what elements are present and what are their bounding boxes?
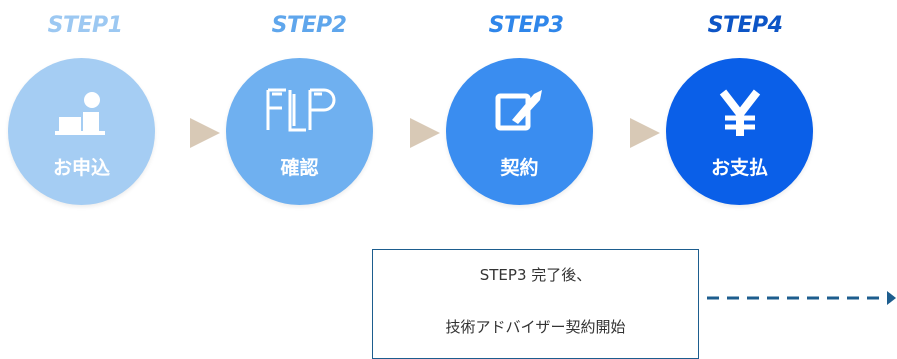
step-1-label: STEP1	[47, 13, 123, 38]
step-4-caption: お支払	[710, 157, 768, 179]
step-2-circle: 確認	[226, 58, 373, 205]
step-3-circle: 契約	[446, 58, 593, 205]
step-1-circle: お申込	[8, 58, 155, 205]
pen-on-pad-icon	[495, 90, 542, 131]
flp-logo-icon	[266, 88, 335, 132]
step-2-caption: 確認	[280, 157, 319, 179]
step-1-caption: お申込	[52, 157, 110, 179]
advisor-contract-note: STEP3 完了後、 技術アドバイザー契約開始	[372, 249, 699, 359]
arrow-1-icon	[190, 118, 220, 148]
yen-icon	[719, 89, 760, 136]
arrow-2-icon	[410, 118, 440, 148]
step-2-label: STEP2	[271, 13, 347, 38]
note-line-2: 技術アドバイザー契約開始	[445, 318, 626, 336]
step-3-caption: 契約	[500, 157, 539, 179]
person-at-desk-icon	[54, 92, 105, 135]
step-4-label: STEP4	[707, 13, 783, 38]
step-3-label: STEP3	[488, 13, 564, 38]
arrow-3-icon	[630, 118, 660, 148]
dashed-arrow-icon	[707, 291, 896, 305]
note-line-1: STEP3 完了後、	[479, 266, 592, 284]
step-4-circle: お支払	[666, 58, 813, 205]
